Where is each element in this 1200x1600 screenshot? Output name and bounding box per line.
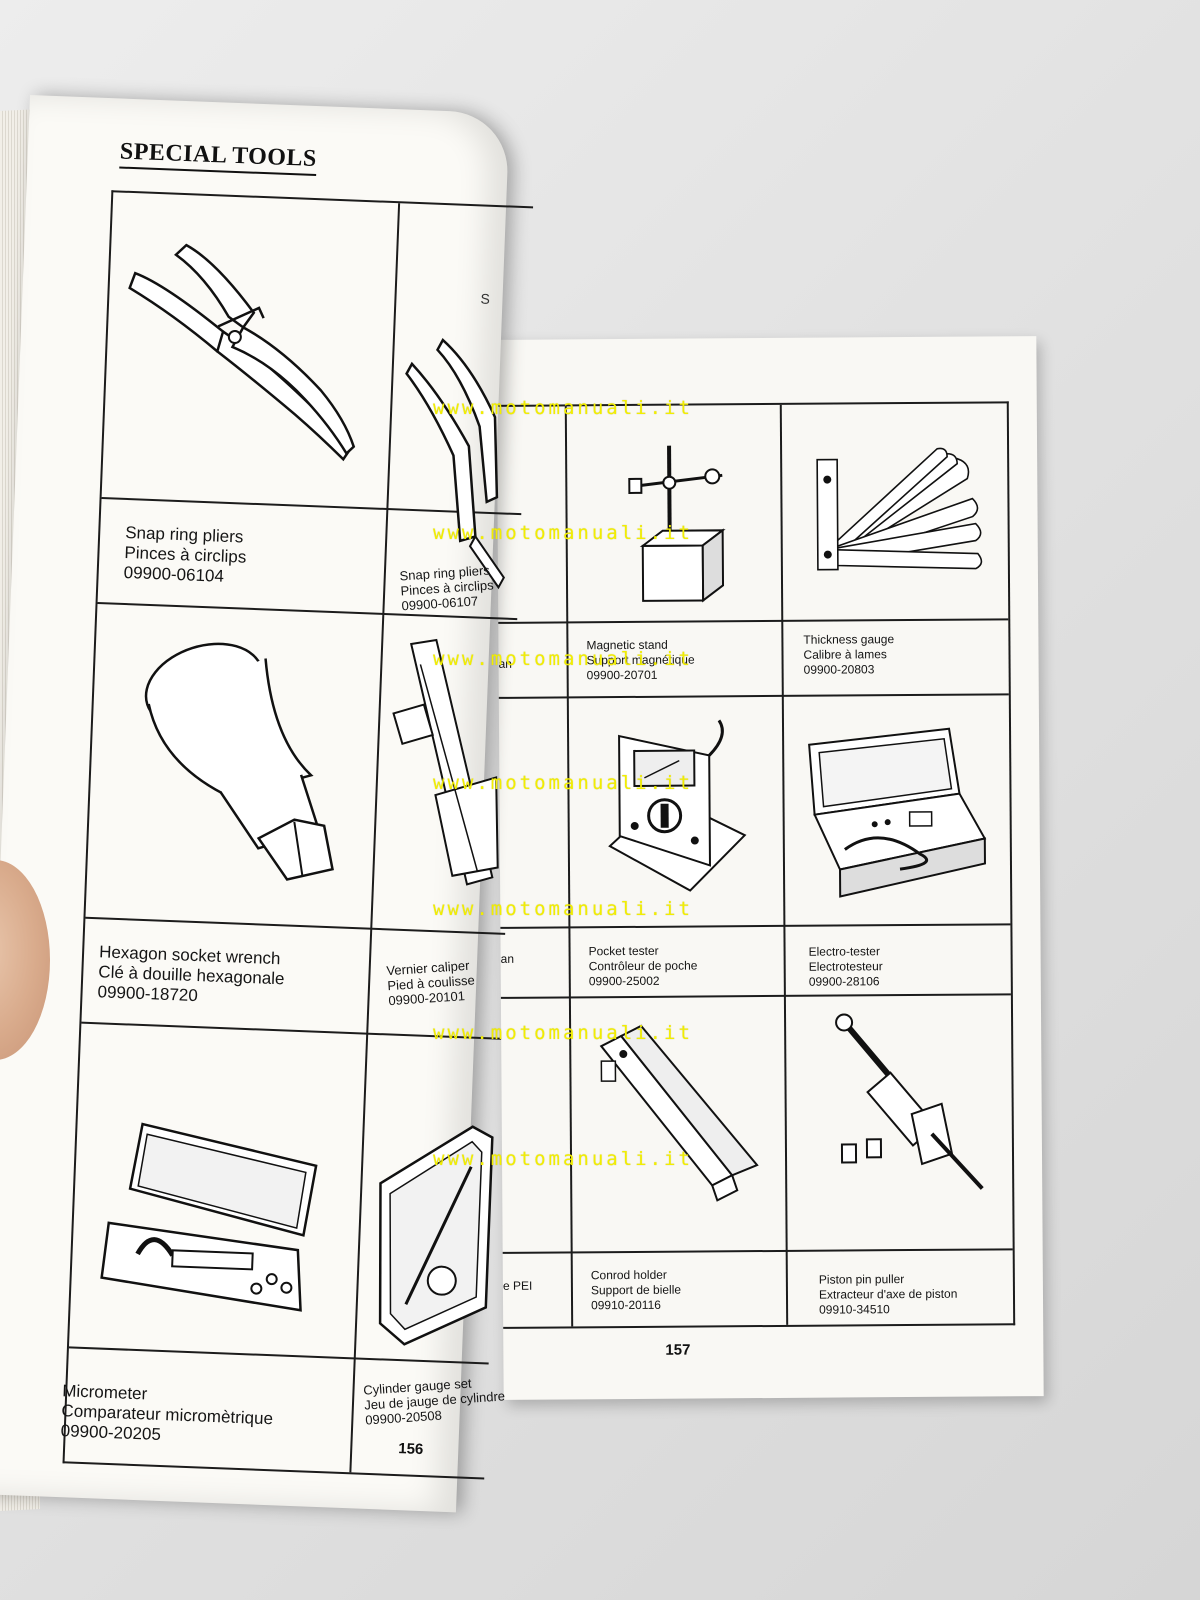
watermark: www.motomanuali.it xyxy=(433,522,693,544)
cylinder-gauge-icon xyxy=(378,1125,494,1346)
tool-caption: Electro-tester Electrotesteur 09900-2810… xyxy=(808,944,883,989)
vernier-caliper-icon xyxy=(392,638,499,886)
page-title: SPECIAL TOOLS xyxy=(119,138,318,177)
grid-row-line xyxy=(498,693,1009,699)
tool-caption: Hexagon socket wrench Clé à douille hexa… xyxy=(97,942,285,1006)
partial-caption: e PEI xyxy=(502,1278,533,1293)
right-tool-grid: an an e PEI xyxy=(496,401,1016,1329)
hexagon-socket-icon xyxy=(144,642,334,881)
left-tool-grid: Snap ring pliers Pinces à circlips 09900… xyxy=(60,190,534,1480)
micrometer-icon xyxy=(100,1122,318,1312)
grid-row-line xyxy=(500,993,1011,999)
electro-tester-icon xyxy=(808,727,987,898)
tool-caption: Snap ring pliers Pinces à circlips 09900… xyxy=(123,522,247,586)
conrod-holder-icon xyxy=(599,1024,759,1202)
thickness-gauge-icon xyxy=(816,447,983,571)
grid-row-line xyxy=(498,618,1009,624)
pocket-tester-icon xyxy=(608,719,747,892)
tool-caption: Snap ring pliers Pinces à circlips 09900… xyxy=(399,562,495,614)
page-number: 156 xyxy=(397,1440,424,1459)
watermark: www.motomanuali.it xyxy=(433,1022,693,1044)
watermark: www.motomanuali.it xyxy=(433,772,693,794)
right-page: an an e PEI xyxy=(496,336,1044,1400)
left-page: SPECIAL TOOLS S xyxy=(0,95,534,1513)
piston-pin-puller-icon xyxy=(835,1013,984,1190)
tool-caption: Vernier caliper Pied à coulisse 09900-20… xyxy=(385,957,476,1009)
page-number: 157 xyxy=(665,1341,691,1359)
tool-caption: Cylinder gauge set Jeu de jauge de cylin… xyxy=(362,1375,506,1428)
tool-caption: Thickness gauge Calibre à lames 09900-20… xyxy=(803,632,895,677)
tool-caption: Piston pin puller Extracteur d'axe de pi… xyxy=(818,1272,958,1317)
tool-caption: Pocket tester Contrôleur de poche 09900-… xyxy=(588,943,698,989)
grid-row-line xyxy=(500,923,1011,929)
grid-row-line xyxy=(502,1248,1013,1254)
watermark: www.motomanuali.it xyxy=(433,397,693,419)
snap-ring-pliers-icon xyxy=(128,243,356,462)
tool-caption: Micrometer Comparateur micromètrique 099… xyxy=(60,1381,274,1445)
snap-ring-pliers-icon xyxy=(405,338,505,590)
watermark: www.motomanuali.it xyxy=(433,898,693,920)
watermark: www.motomanuali.it xyxy=(433,1148,693,1170)
watermark: www.motomanuali.it xyxy=(433,648,693,670)
magnetic-stand-icon xyxy=(628,445,726,603)
tool-caption: Conrod holder Support de bielle 09910-20… xyxy=(590,1267,682,1313)
grid-column-line xyxy=(564,406,574,1327)
